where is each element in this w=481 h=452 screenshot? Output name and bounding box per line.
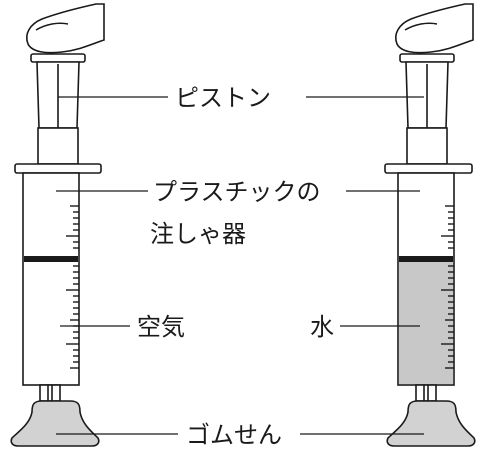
syringe-label-line1: プラスチックの bbox=[153, 178, 321, 206]
left-scale bbox=[66, 205, 79, 369]
air-label: 空気 bbox=[137, 313, 185, 341]
right-water bbox=[399, 262, 453, 384]
left-thumb bbox=[26, 3, 105, 54]
right-scale bbox=[441, 205, 454, 369]
right-rubber-stopper bbox=[386, 400, 476, 447]
right-thumb bbox=[395, 3, 474, 54]
right-syringe bbox=[384, 3, 476, 447]
piston-label: ピストン bbox=[175, 84, 271, 112]
left-piston-cap bbox=[30, 53, 86, 63]
water-label: 水 bbox=[310, 313, 334, 341]
right-piston-head bbox=[399, 256, 453, 262]
left-piston-head bbox=[24, 256, 78, 262]
left-flange bbox=[14, 163, 102, 174]
left-rubber-stopper bbox=[10, 400, 100, 447]
leader-lines bbox=[56, 96, 424, 435]
left-barrel bbox=[22, 172, 80, 386]
rubber-stopper-label: ゴムせん bbox=[186, 421, 282, 449]
left-syringe bbox=[10, 3, 105, 447]
right-piston-cap bbox=[399, 53, 455, 63]
right-flange bbox=[384, 163, 473, 174]
syringe-label-line2: 注しゃ器 bbox=[150, 220, 246, 248]
